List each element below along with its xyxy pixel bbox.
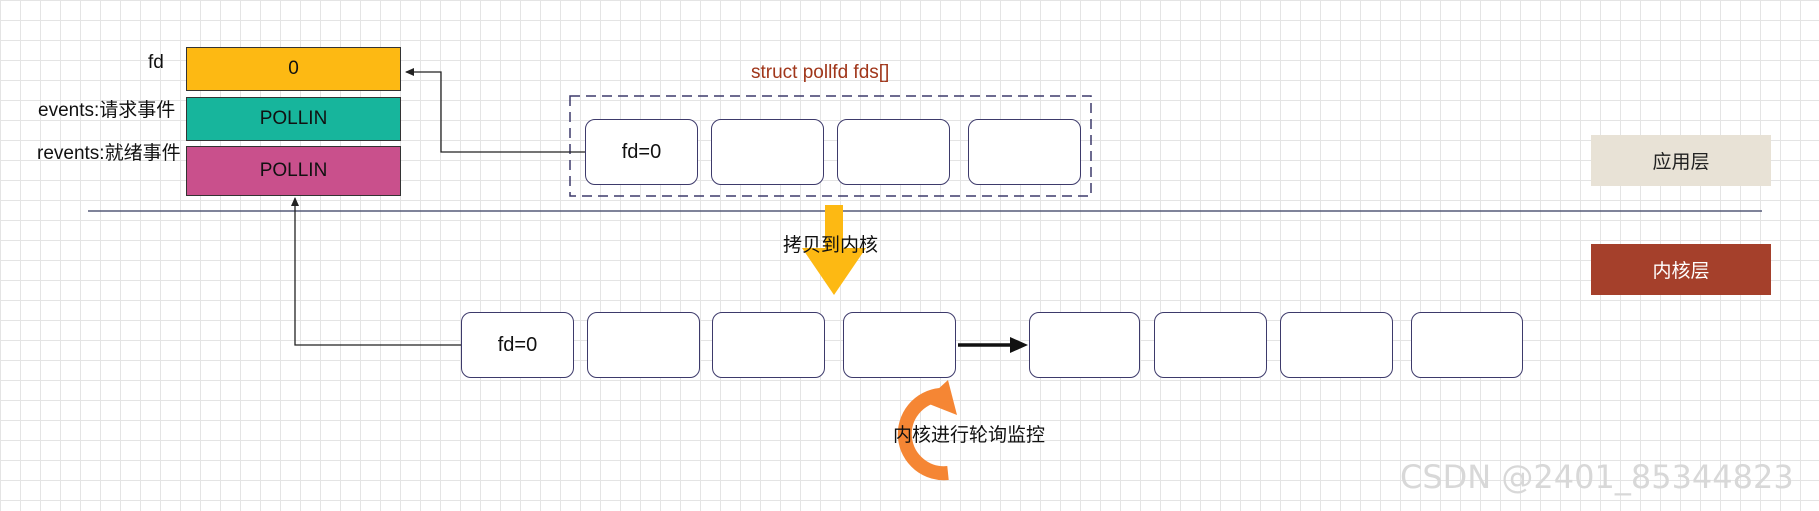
kernel-cell-0: fd=0 [461,312,574,378]
arrow-kernel-to-struct [291,197,461,346]
revents-value-cell: POLLIN [186,146,401,196]
kernel-cell-2 [712,312,825,378]
fds-cell-3 [968,119,1081,185]
polling-cycle-arrowhead [924,380,957,415]
kernel-cell-3 [843,312,956,378]
row-label-revents: revents:就绪事件 [37,143,181,164]
fds-array-dashed-box [569,95,1092,197]
kernel-cell-6 [1280,312,1393,378]
arrow-fds-to-struct [405,68,585,153]
row-label-fd: fd [148,52,164,73]
csdn-watermark: CSDN @2401_85344823 [1400,458,1794,496]
fds-cell-1 [711,119,824,185]
kernel-poll-label: 内核进行轮询监控 [893,425,1046,446]
kernel-layer-label: 内核层 [1591,244,1771,295]
kernel-link-arrow-head [1010,337,1028,353]
row-label-events: events:请求事件 [38,100,176,121]
copy-to-kernel-label: 拷贝到内核 [783,235,879,256]
kernel-cell-1 [587,312,700,378]
fds-array-title: struct pollfd fds[] [751,62,890,83]
fds-cell-0: fd=0 [585,119,698,185]
fds-cell-2 [837,119,950,185]
events-value-cell: POLLIN [186,97,401,141]
fd-value-cell: 0 [186,47,401,91]
kernel-cell-5 [1154,312,1267,378]
copy-to-kernel-arrow-icon [802,205,866,295]
kernel-cell-7 [1411,312,1523,378]
polling-cycle-icon [897,388,949,481]
app-layer-label: 应用层 [1591,135,1771,186]
kernel-cell-4 [1029,312,1140,378]
